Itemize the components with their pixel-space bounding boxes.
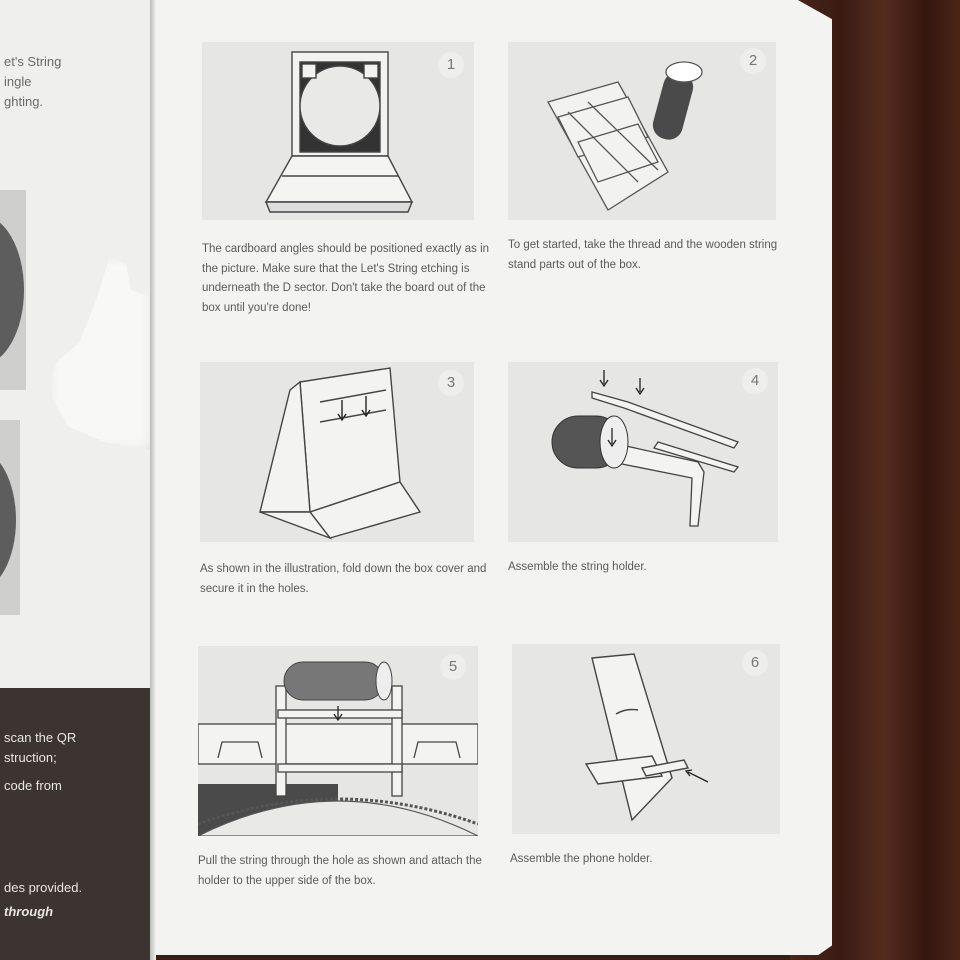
step-3-number: 3 [438,370,464,396]
step-1-caption: The cardboard angles should be positione… [202,243,490,314]
left-page: et's String ingle ghting. scan the QR st… [0,0,152,960]
step-2-number: 2 [740,48,766,74]
step-6-number: 6 [742,650,768,676]
band-text-emphasis: through [4,904,54,919]
step-3-illustration [259,367,422,540]
step-3-panel: 3 [200,362,474,542]
step-5-number: 5 [440,654,466,680]
page-fold [150,0,156,960]
step-5-illustration [198,661,478,836]
step-2-illustration [547,61,703,211]
band-text-line-3: code from [4,778,62,793]
band-text-line-1: scan the QR [4,730,77,745]
step-1-panel: 1 [202,42,474,220]
left-text-line-1: et's String [4,54,62,69]
step-1-number: 1 [438,52,464,78]
left-dark-band [0,688,152,960]
step-5-panel: 5 [198,646,478,836]
step-5-caption: Pull the string through the hole as show… [198,855,482,887]
step-4-panel: 4 [508,362,778,542]
step-6-illustration [584,653,709,822]
step-2-caption: To get started, take the thread and the … [508,239,778,271]
step-2-panel: 2 [508,42,776,220]
step-4-caption: Assemble the string holder. [508,561,647,573]
band-text-line-2: struction; [4,750,57,765]
step-6-caption: Assemble the phone holder. [510,853,653,865]
step-4-illustration [551,370,740,527]
band-text-line-4: des provided. [4,880,83,895]
left-text-line-3: ghting. [4,94,44,109]
step-3-caption: As shown in the illustration, fold down … [200,563,487,595]
left-text-line-2: ingle [4,74,32,89]
instruction-page: 1 The cardboard angles should be positio… [150,0,832,955]
step-4-number: 4 [742,368,768,394]
step-1-illustration [264,51,414,213]
step-6-panel: 6 [512,644,780,834]
